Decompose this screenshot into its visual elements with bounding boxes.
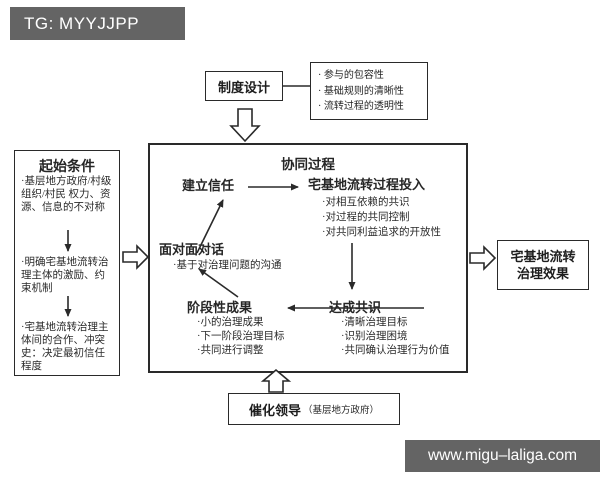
block-arrow-right-icon [469,245,497,271]
bullet-item: ·基于对治理问题的沟通 [173,260,282,271]
catalytic-leadership-title: 催化领导 [248,402,301,418]
starting-conditions-item: ·基层地方政府/村级组织/村民 权力、资源、信息的不对称 [21,176,112,213]
collaborative-process-title: 协同过程 [281,157,335,172]
phased-outcomes-bullets: ·小的治理成果 ·下一阶段治理目标 ·共同进行调整 [197,316,285,358]
telegram-watermark-text: TG: MYYJJPP [24,13,140,33]
starting-conditions-item: ·明确宅基地流转治理主体的激励、约束机制 [21,257,109,294]
dialogue-bullets: ·基于对治理问题的沟通 [173,258,282,273]
consensus-bullets: ·清晰治理目标 ·识别治理困境 ·共同确认治理行为价值 [341,316,450,358]
bullet-item: · 基础规则的清晰性 [318,85,404,97]
block-arrow-right-icon [122,244,150,270]
institutional-design-bullets-box: · 参与的包容性 · 基础规则的清晰性 · 流转过程的透明性 [310,62,428,120]
bullet-item: · 流转过程的透明性 [318,101,404,112]
bullet-item: ·小的治理成果 [197,317,264,328]
block-arrow-down-icon [229,108,261,143]
face-to-face-dialogue-node: 面对面对话 [159,242,225,257]
bullet-item: ·识别治理困境 [341,331,408,342]
reach-consensus-node: 达成共识 [329,300,382,315]
governance-effect-line1: 宅基地流转 [510,249,576,264]
bullet-item: ·清晰治理目标 [341,317,408,328]
governance-effect-box: 宅基地流转 治理效果 [497,240,589,290]
website-watermark-text: www.migu–laliga.com [427,447,578,464]
starting-conditions-item: ·宅基地流转治理主体间的合作、冲突史：决定最初信任程度 [21,322,109,372]
collaborative-process-box: 协同过程 建立信任 宅基地流转过程投入 ·对相互依赖的共识 ·对过程的共同控制 … [148,143,468,373]
website-watermark-bar: www.migu–laliga.com [405,440,600,472]
bullet-item: · 参与的包容性 [318,70,384,81]
bullet-item: ·共同确认治理行为价值 [341,345,450,356]
telegram-watermark-bar: TG: MYYJJPP [10,7,185,40]
starting-conditions-title: 起始条件 [39,160,95,175]
phased-outcomes-node: 阶段性成果 [187,300,253,315]
bullet-item: ·对过程的共同控制 [322,212,410,223]
bullet-item: ·对相互依赖的共识 [322,197,410,208]
catalytic-leadership-subtitle: （基层地方政府） [303,406,380,416]
process-investment-node: 宅基地流转过程投入 [308,177,426,192]
bullet-item: ·下一阶段治理目标 [197,331,285,342]
bullet-item: ·对共同利益追求的开放性 [322,227,441,238]
bullet-item: ·共同进行调整 [197,345,264,356]
build-trust-node: 建立信任 [182,178,235,193]
block-arrow-up-icon [260,368,292,393]
starting-conditions-box: 起始条件 ·基层地方政府/村级组织/村民 权力、资源、信息的不对称 ·明确宅基地… [14,150,120,376]
institutional-design-box: 制度设计 [205,71,283,101]
governance-effect-line2: 治理效果 [516,266,569,281]
catalytic-leadership-box: 催化领导 （基层地方政府） [228,393,400,425]
institutional-design-title: 制度设计 [217,79,270,95]
process-investment-bullets: ·对相互依赖的共识 ·对过程的共同控制 ·对共同利益追求的开放性 [322,195,441,240]
